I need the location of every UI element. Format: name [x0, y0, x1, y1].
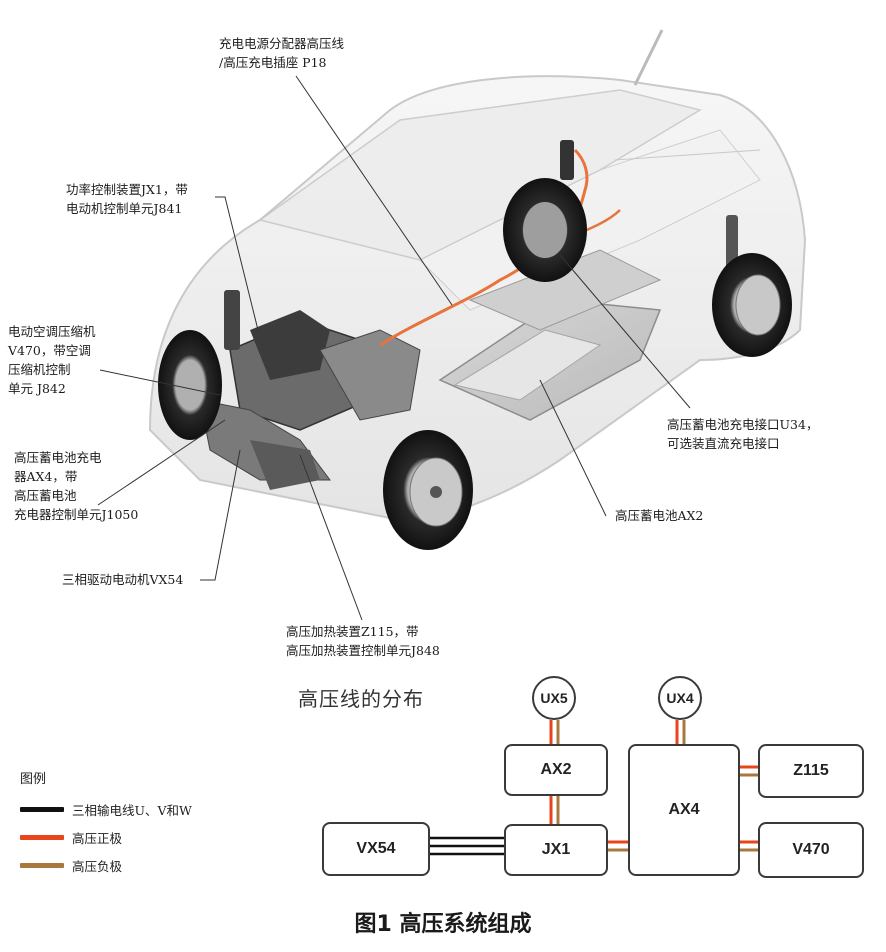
- node-ux5: UX5: [532, 676, 576, 720]
- callout-line: 电动机控制单元J841: [66, 201, 183, 216]
- callout-line: 功率控制装置JX1，带: [66, 182, 188, 197]
- node-jx1: JX1: [504, 824, 608, 876]
- figure-title: 图1 高压系统组成: [354, 912, 532, 937]
- legend-item: 高压负极: [20, 851, 192, 879]
- legend-label: 三相输电线U、V和W: [72, 802, 192, 818]
- legend-swatch-three-phase: [20, 806, 64, 812]
- rear-right-wheel: [712, 253, 792, 357]
- front-right-wheel: [383, 430, 473, 550]
- callout-line: 高压加热装置控制单元J848: [286, 643, 440, 658]
- legend-title: 图例: [20, 772, 47, 787]
- callout-motor: 三相驱动电动机VX54: [62, 570, 183, 589]
- callout-line: 可选装直流充电接口: [667, 436, 780, 451]
- distribution-caption: 高压线的分布: [298, 687, 424, 711]
- callout-line: 压缩机控制: [8, 362, 71, 377]
- callout-line: 电动空调压缩机: [8, 324, 96, 339]
- node-ax4: AX4: [628, 744, 740, 876]
- callout-charge-distributor: 充电电源分配器高压线 /高压充电插座 P18: [219, 34, 344, 72]
- callout-line: 器AX4，带: [14, 469, 78, 484]
- vehicle-illustration: [97, 29, 807, 621]
- node-ax2: AX2: [504, 744, 608, 796]
- callout-line: 充电电源分配器高压线: [219, 36, 345, 51]
- callout-line: 高压蓄电池充电接口U34，: [667, 417, 819, 432]
- callout-line: 充电器控制单元J1050: [14, 507, 139, 522]
- node-vx54: VX54: [322, 822, 430, 876]
- callout-charge-port: 高压蓄电池充电接口U34， 可选装直流充电接口: [667, 415, 818, 453]
- node-z115: Z115: [758, 744, 864, 798]
- callout-line: /高压充电插座 P18: [219, 55, 327, 70]
- legend-item: 高压正极: [20, 823, 192, 851]
- callout-line: 高压加热装置Z115，带: [286, 624, 419, 639]
- callout-heater: 高压加热装置Z115，带 高压加热装置控制单元J848: [286, 622, 440, 660]
- legend: 图例 三相输电线U、V和W 高压正极 高压负极: [20, 768, 192, 879]
- callout-line: V470，带空调: [8, 343, 91, 358]
- node-v470: V470: [758, 822, 864, 878]
- legend-label: 高压正极: [72, 830, 123, 846]
- callout-power-control: 功率控制装置JX1，带 电动机控制单元J841: [66, 180, 188, 218]
- legend-swatch-positive: [20, 834, 64, 840]
- rear-left-wheel: [503, 178, 587, 282]
- node-ux4: UX4: [658, 676, 702, 720]
- callout-line: 高压蓄电池AX2: [615, 508, 704, 523]
- callout-line: 单元 J842: [8, 381, 66, 396]
- callout-battery-charger: 高压蓄电池充电 器AX4，带 高压蓄电池 充电器控制单元J1050: [14, 448, 138, 524]
- callout-line: 三相驱动电动机VX54: [62, 572, 184, 587]
- legend-swatch-negative: [20, 862, 64, 868]
- legend-label: 高压负极: [72, 858, 123, 874]
- front-left-wheel: [158, 330, 222, 440]
- callout-ac-compressor: 电动空调压缩机 V470，带空调 压缩机控制 单元 J842: [8, 322, 96, 398]
- callout-line: 高压蓄电池充电: [14, 450, 102, 465]
- callout-line: 高压蓄电池: [14, 488, 77, 503]
- callout-battery: 高压蓄电池AX2: [615, 506, 703, 525]
- legend-item: 三相输电线U、V和W: [20, 795, 192, 823]
